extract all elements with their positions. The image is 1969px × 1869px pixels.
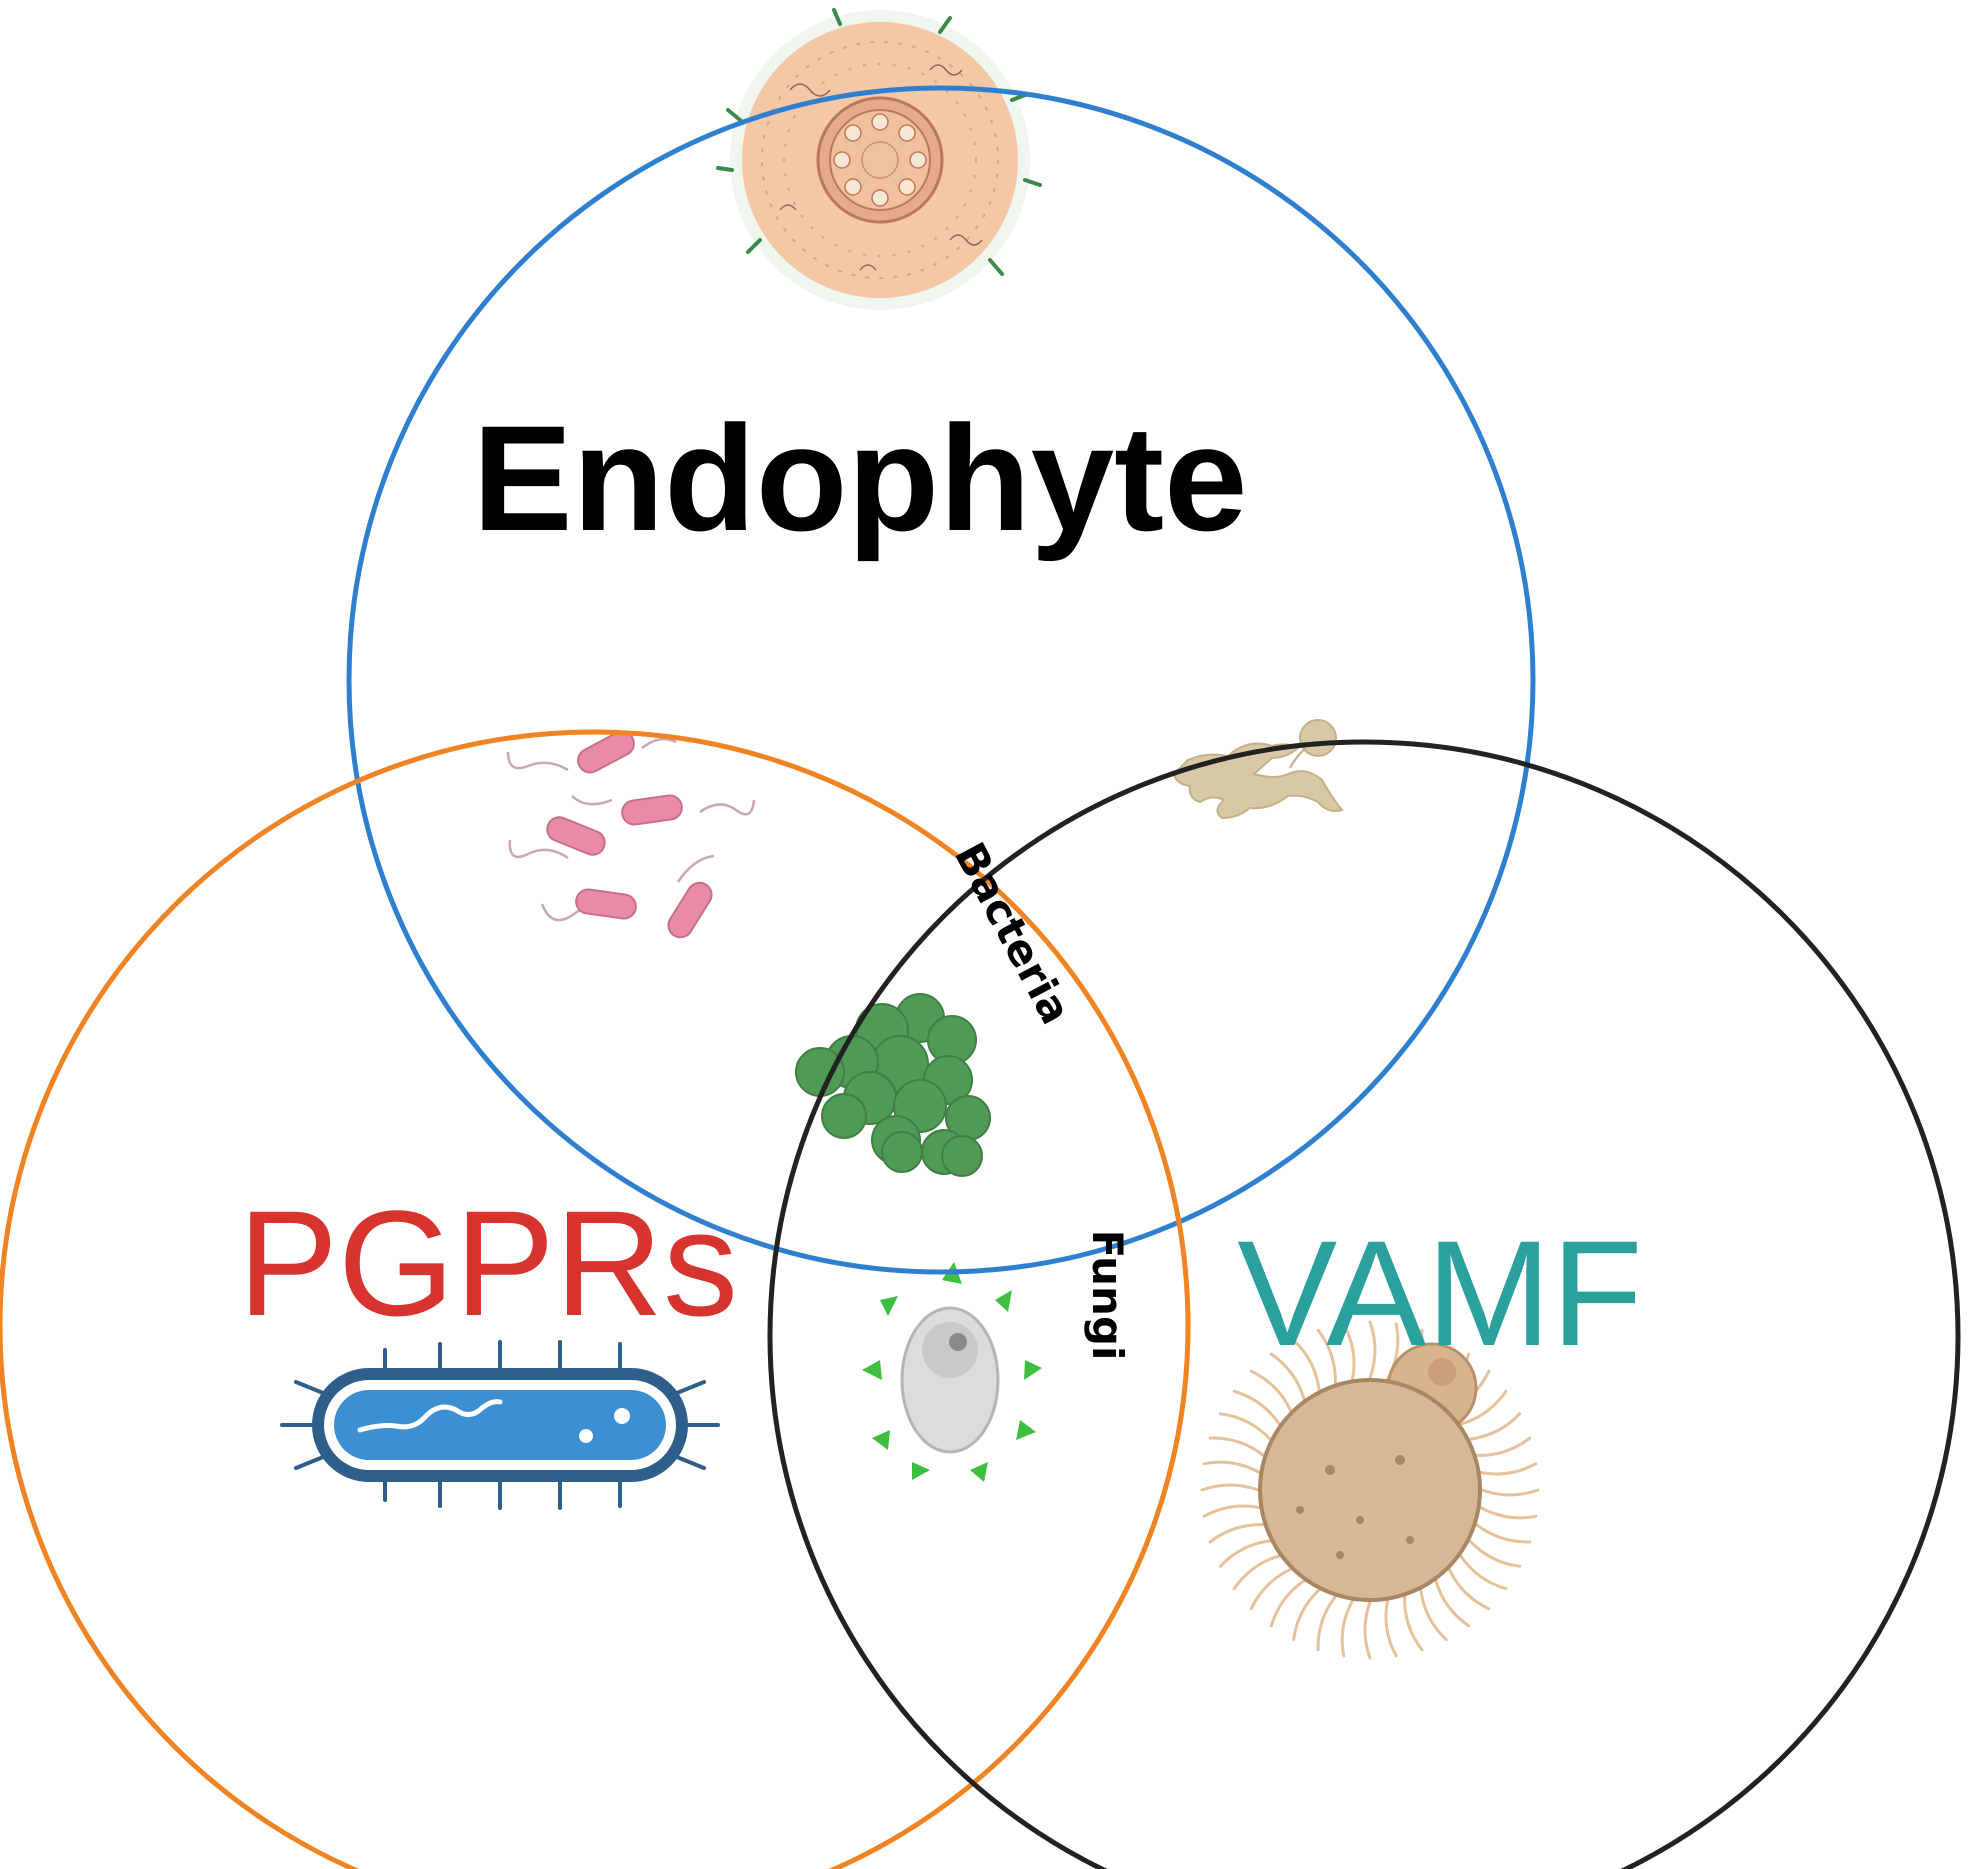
vamf-circle [767, 739, 1961, 1869]
rod-bacterium-icon [280, 1340, 720, 1510]
spore-hair [1475, 1436, 1532, 1457]
spore-hair [1232, 1389, 1281, 1426]
spore-hair [1269, 1352, 1306, 1401]
spore-hair [1368, 1320, 1377, 1380]
spore-hair [1232, 1554, 1281, 1591]
spore-hair [1342, 1322, 1356, 1381]
fungal-spore-icon [862, 1262, 1042, 1482]
spore-hair [1479, 1462, 1538, 1476]
spore-hair [1384, 1599, 1398, 1658]
spore-hair [1218, 1412, 1272, 1441]
spore-hair [1202, 1460, 1261, 1474]
pgprs-circle [0, 729, 1191, 1869]
fungi-overlap-label: Fungi [1083, 1230, 1132, 1361]
spore-hair [1419, 1588, 1448, 1642]
spore-hair [1202, 1504, 1261, 1518]
fungal-hyphae-icon [1172, 719, 1344, 820]
spore-hair [1316, 1595, 1337, 1652]
spore-hair [1480, 1488, 1540, 1497]
spore-hair [1218, 1539, 1272, 1568]
spore-hair [1468, 1539, 1522, 1568]
spore-hair [1208, 1436, 1265, 1457]
rod-bacteria-cluster-icon [506, 730, 756, 939]
spore-hair [1475, 1523, 1532, 1544]
spore-hair [1434, 1579, 1471, 1628]
spore-hair [1200, 1483, 1260, 1492]
spore-hair [1468, 1412, 1522, 1441]
spore-hair [1292, 1588, 1321, 1642]
spore-hair [1292, 1338, 1321, 1392]
vamf-label: VAMF [1237, 1209, 1643, 1377]
spore-hair [1459, 1389, 1508, 1426]
spore-hair [1363, 1600, 1372, 1660]
spore-hair [1249, 1369, 1293, 1413]
root-cross-section-icon [716, 8, 1042, 310]
pgprs-label: PGPRs [238, 1179, 738, 1347]
bacteria-overlap-label: Bacteria [945, 835, 1081, 1032]
spore-hair [1340, 1599, 1354, 1658]
spore-hair [1479, 1506, 1538, 1520]
endophyte-label: Endophyte [473, 394, 1248, 562]
spore-hair [1447, 1567, 1491, 1611]
spore-hair [1269, 1579, 1306, 1628]
coccus-bacteria-cluster-icon [795, 993, 991, 1177]
spore-hair [1249, 1567, 1293, 1611]
spore-hair [1403, 1595, 1424, 1652]
spore-hair [1316, 1328, 1337, 1385]
spore-hair [1459, 1554, 1508, 1591]
spore-hair [1208, 1523, 1265, 1544]
endophyte-circle [346, 85, 1536, 1275]
mycorrhizal-spore-icon [1200, 1320, 1540, 1660]
